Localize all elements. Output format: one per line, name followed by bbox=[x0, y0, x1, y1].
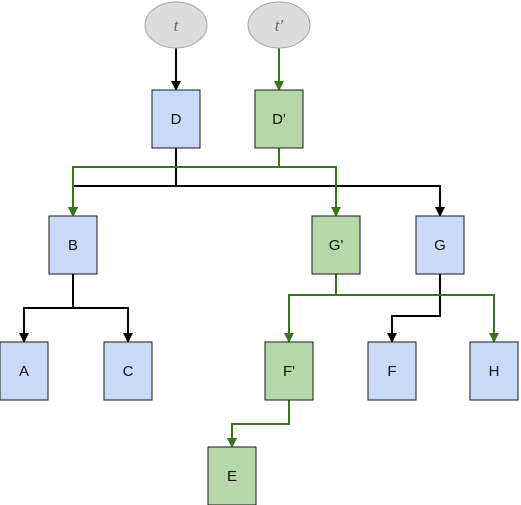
node-H: H bbox=[469, 341, 519, 401]
node-B-label: B bbox=[68, 237, 78, 254]
node-G: G bbox=[415, 215, 465, 275]
node-A-label: A bbox=[19, 363, 29, 380]
node-E: E bbox=[207, 446, 257, 505]
node-G-prime: G' bbox=[311, 215, 361, 275]
node-D-prime: D' bbox=[254, 89, 304, 149]
edge-D-to-B bbox=[68, 148, 177, 217]
edge-Dprime-to-Gprime bbox=[279, 166, 341, 217]
edge-G-to-F bbox=[387, 274, 441, 343]
root-t-prime: t′ bbox=[247, 1, 311, 49]
edge-D-to-G bbox=[176, 185, 445, 217]
node-D: D bbox=[151, 89, 201, 149]
node-C: C bbox=[103, 341, 153, 401]
root-t-label: t bbox=[174, 16, 180, 35]
node-H-label: H bbox=[489, 363, 500, 380]
node-D-prime-label: D' bbox=[272, 111, 286, 128]
edge-B-to-A bbox=[19, 274, 74, 343]
edge-Fprime-to-E bbox=[227, 400, 290, 448]
edge-B-to-C bbox=[73, 307, 133, 343]
edge-Gprime-to-Fprime bbox=[284, 274, 337, 343]
green-edges bbox=[68, 48, 499, 448]
node-G-label: G bbox=[434, 237, 446, 254]
node-E-label: E bbox=[227, 468, 237, 485]
node-G-prime-label: G' bbox=[329, 237, 344, 254]
node-F: F bbox=[367, 341, 417, 401]
node-D-label: D bbox=[171, 111, 182, 128]
node-F-label: F bbox=[387, 363, 396, 380]
edge-Dprime-to-B bbox=[68, 148, 280, 217]
node-F-prime: F' bbox=[264, 341, 314, 401]
black-edges bbox=[19, 48, 445, 343]
node-C-label: C bbox=[123, 363, 134, 380]
node-A: A bbox=[0, 341, 49, 401]
root-t: t bbox=[144, 1, 208, 49]
root-t-prime-label: t′ bbox=[275, 16, 284, 35]
edge-Gprime-to-H bbox=[336, 294, 499, 343]
node-B: B bbox=[48, 215, 98, 275]
node-F-prime-label: F' bbox=[283, 363, 295, 380]
